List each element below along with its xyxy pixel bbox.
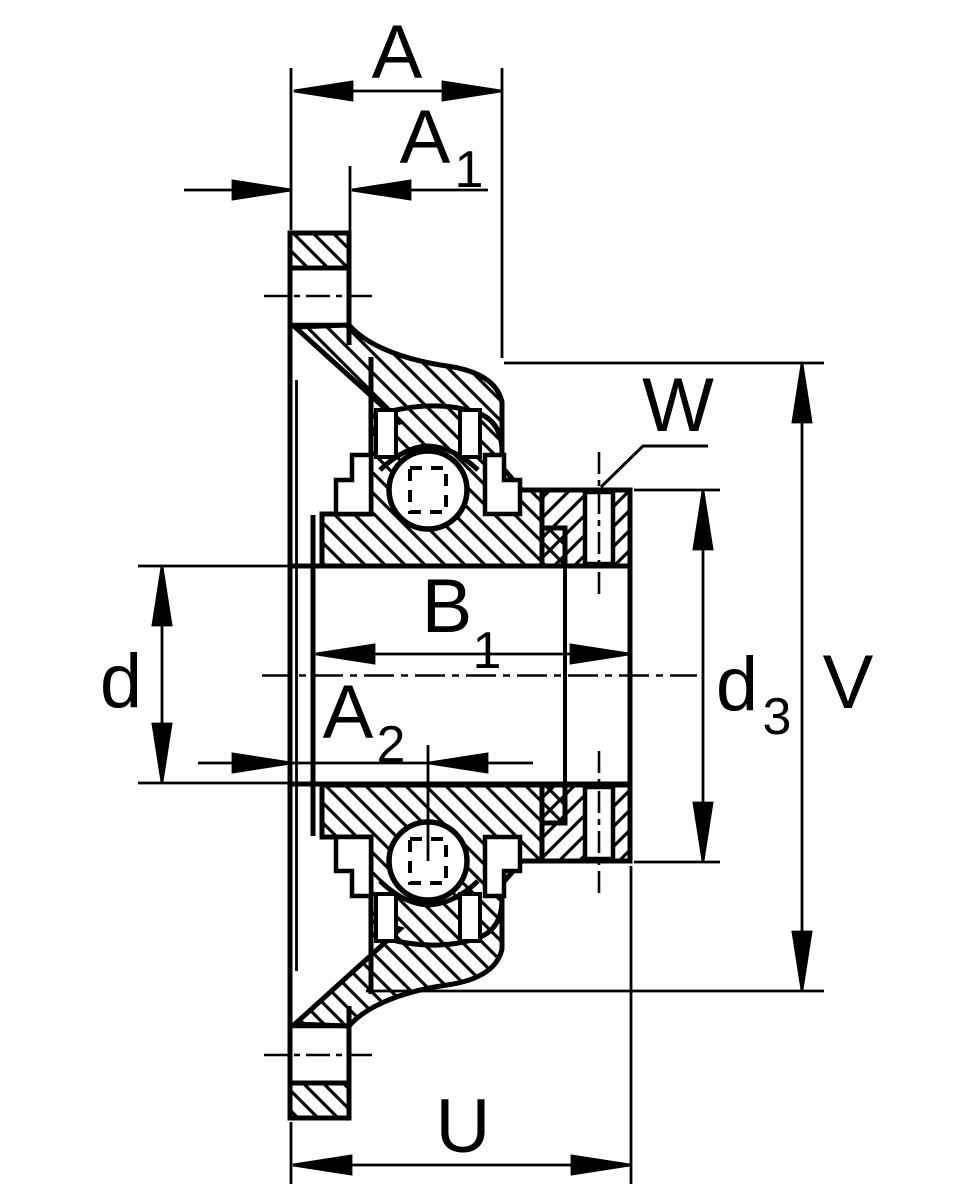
label-B1-main: B	[422, 564, 473, 649]
arrow-B1-right	[569, 643, 630, 665]
upper-right-flinger	[458, 408, 482, 459]
arrow-A-right	[441, 80, 502, 102]
leader-W	[599, 444, 708, 489]
label-A2-sub: 2	[377, 716, 406, 774]
arrow-A2-left	[231, 752, 292, 774]
label-V: V	[823, 640, 874, 725]
label-A: A	[372, 10, 423, 95]
label-W: W	[642, 363, 714, 448]
label-d: d	[100, 639, 142, 724]
arrow-U-right	[570, 1154, 631, 1176]
label-A2-main: A	[323, 670, 374, 755]
centerlines	[262, 294, 697, 1057]
label-B1-sub: 1	[473, 622, 502, 680]
arrow-V-bottom	[791, 930, 813, 991]
label-U: U	[436, 1084, 491, 1169]
label-A1-sub: 1	[455, 141, 484, 199]
arrow-U-left	[292, 1154, 353, 1176]
arrow-d3-bottom	[692, 801, 714, 862]
lower-left-seal	[333, 834, 374, 899]
locking-collars	[539, 487, 633, 864]
label-d3-sub: 3	[763, 688, 792, 746]
arrow-d-bottom	[151, 722, 173, 783]
label-d3-main: d	[716, 642, 758, 727]
lower-left-flinger	[374, 892, 398, 943]
lower-right-seal	[482, 834, 523, 899]
arrow-d-top	[151, 566, 173, 627]
arrow-A1-right	[351, 179, 412, 201]
upper-left-seal	[333, 452, 374, 517]
lower-ball-groove-mark	[408, 837, 448, 885]
arrow-A2-right	[428, 752, 489, 774]
arrow-A1-left	[231, 179, 292, 201]
arrow-V-top	[791, 363, 813, 424]
upper-right-seal	[482, 452, 523, 517]
dimension-graphics	[138, 68, 824, 1184]
arrow-d3-top	[692, 490, 714, 551]
flange-top-cap-section	[287, 230, 352, 271]
flange-bottom-cap-section	[287, 1080, 352, 1121]
label-A1-main: A	[400, 95, 451, 180]
upper-ball-groove-mark	[408, 466, 448, 514]
lower-right-flinger	[458, 892, 482, 943]
arrow-B1-left	[315, 643, 376, 665]
upper-left-flinger	[374, 408, 398, 459]
seal-elements	[333, 408, 523, 943]
dimension-labels: A A 1 B 1 A 2 d d 3 V W U	[100, 10, 874, 1169]
upper-ball	[386, 448, 470, 532]
arrow-A-left	[293, 80, 354, 102]
